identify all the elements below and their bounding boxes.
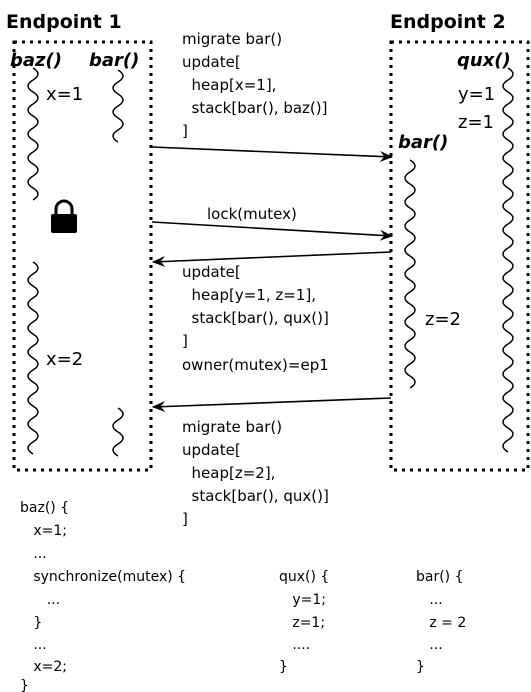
message-line: ]: [182, 122, 188, 140]
code-line: ...: [416, 592, 443, 608]
message-line: update[: [182, 441, 241, 459]
code-line: bar() {: [416, 569, 464, 585]
message-line: heap[x=1],: [182, 76, 276, 94]
code-line: x=1;: [20, 523, 67, 539]
code-line: y=1;: [279, 592, 326, 608]
thread-qux: [502, 67, 514, 453]
message-update-to-ep1: update[ heap[y=1, z=1], stack[bar(), qux…: [182, 263, 329, 374]
endpoint2-title: Endpoint 2: [390, 11, 506, 33]
thread-baz-lower: [27, 261, 39, 455]
message-migrate-to-ep2: migrate bar() update[ heap[x=1], stack[b…: [182, 30, 327, 140]
code-line: ...: [20, 637, 47, 653]
arrow-update-to-ep1: [151, 251, 392, 267]
ep2-var-z2: z=2: [425, 309, 461, 330]
endpoint1-box: [12, 40, 153, 472]
message-line: owner(mutex)=ep1: [182, 356, 329, 374]
ep2-var-y1: y=1: [458, 84, 495, 105]
code-line: z=1;: [279, 615, 325, 631]
code-line: }: [20, 678, 29, 692]
message-line: stack[bar(), qux()]: [182, 309, 329, 327]
code-qux: qux() { y=1; z=1; .... }: [279, 569, 329, 675]
arrow-migrate-to-ep2: [151, 146, 394, 162]
thread-bar-ep1-upper: [112, 69, 124, 143]
message-line: migrate bar(): [182, 418, 282, 436]
code-line: }: [20, 615, 42, 631]
message-lock: lock(mutex): [207, 205, 297, 223]
endpoint2-box: [389, 40, 530, 472]
ep2-var-z1: z=1: [458, 112, 494, 133]
code-line: }: [416, 659, 425, 675]
message-line: update[: [182, 263, 241, 281]
message-line: lock(mutex): [207, 205, 297, 223]
message-line: heap[z=2],: [182, 464, 275, 482]
code-baz: baz() { x=1; ... synchronize(mutex) { ..…: [20, 500, 186, 692]
message-line: stack[bar(), baz()]: [182, 99, 327, 117]
ep2-fn-label-qux: qux(): [457, 50, 511, 71]
thread-bar-ep1-lower: [112, 407, 124, 457]
ep1-var-x1: x=1: [46, 84, 83, 105]
code-bar: bar() { ... z = 2 ... }: [416, 569, 466, 675]
code-line: z = 2: [416, 615, 466, 631]
ep1-fn-label-baz: baz(): [10, 50, 62, 71]
lock-icon: [51, 199, 77, 233]
execution-threads: [27, 67, 514, 457]
endpoint1-title: Endpoint 1: [6, 11, 122, 33]
code-line: }: [279, 659, 288, 675]
code-line: ...: [20, 592, 60, 608]
arrow-migrate-to-ep1: [151, 397, 392, 413]
code-line: qux() {: [279, 569, 329, 585]
code-line: ....: [279, 637, 310, 653]
ep2-fn-label-bar: bar(): [398, 132, 448, 153]
thread-bar-ep2: [404, 159, 416, 389]
ep1-var-x2: x=2: [46, 349, 83, 370]
arrow-lock-request: [151, 221, 394, 241]
message-line: migrate bar(): [182, 30, 282, 48]
message-migrate-to-ep1: migrate bar() update[ heap[z=2], stack[b…: [182, 418, 329, 528]
message-line: ]: [182, 510, 188, 528]
code-line: ...: [20, 546, 47, 562]
code-line: x=2;: [20, 659, 67, 675]
code-line: ...: [416, 637, 443, 653]
message-line: ]: [182, 332, 188, 350]
thread-baz-upper: [27, 67, 39, 201]
code-line: baz() {: [20, 500, 69, 516]
code-line: synchronize(mutex) {: [20, 569, 186, 585]
message-line: stack[bar(), qux()]: [182, 487, 329, 505]
message-line: heap[y=1, z=1],: [182, 286, 316, 304]
message-line: update[: [182, 53, 241, 71]
ep1-fn-label-bar: bar(): [89, 50, 139, 71]
